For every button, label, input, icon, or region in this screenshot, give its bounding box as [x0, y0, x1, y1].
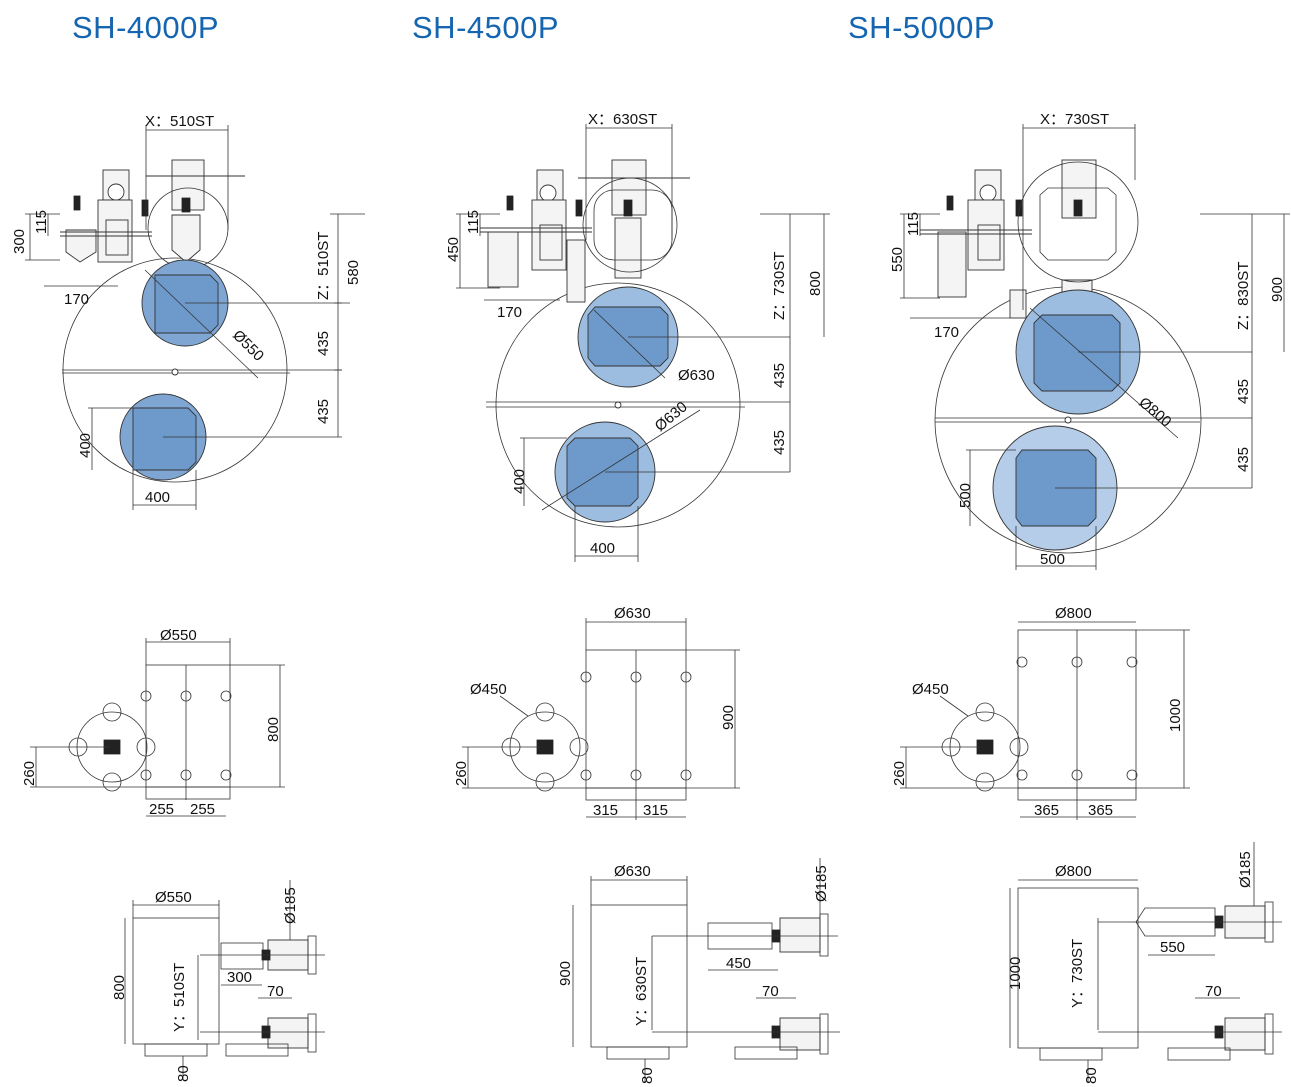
dim-435-b: 435	[315, 399, 332, 424]
dim-115: 115	[465, 210, 482, 234]
dim-magazine-diameter: Ø450	[470, 681, 507, 698]
dim-x-stroke: X：510ST	[145, 113, 214, 130]
dim-450: 450	[445, 237, 462, 262]
dim-table-diameter: Ø550	[229, 327, 267, 365]
dim-170: 170	[934, 324, 959, 341]
dim-pallet-h: 400	[511, 469, 528, 494]
dim-swing-diameter: Ø630	[652, 398, 691, 435]
dim-right: 315	[643, 802, 668, 819]
dim-y-stroke: Y：730ST	[1069, 939, 1086, 1008]
dim-z-stroke: Z：730ST	[771, 252, 788, 320]
dim-table-diameter: Ø630	[614, 863, 651, 880]
top-view-sh5000p: X：730ST 550 115 170 Z：830ST 900 435 435 …	[889, 111, 1290, 570]
dim-1000: 1000	[1167, 699, 1184, 732]
dim-450: 450	[726, 955, 751, 972]
dim-left: 255	[149, 801, 174, 818]
dim-900: 900	[720, 705, 737, 730]
spindle-head-icon	[60, 159, 245, 263]
side-view-sh4500p: Ø630 900 Y：630ST Ø185 450 70 80	[557, 858, 840, 1084]
dim-435-b: 435	[1235, 447, 1252, 472]
dim-580: 580	[345, 260, 362, 285]
dim-z-stroke: Z：830ST	[1235, 262, 1252, 330]
dim-80: 80	[1083, 1067, 1100, 1084]
dim-435-a: 435	[771, 363, 788, 388]
dim-260: 260	[21, 761, 38, 786]
pallet-square-upper	[154, 274, 219, 334]
dim-z-stroke: Z：510ST	[315, 232, 332, 300]
dim-table-diameter: Ø800	[1135, 394, 1174, 431]
dim-70: 70	[1205, 983, 1222, 1000]
swing-circle	[495, 282, 741, 528]
dim-pallet-w: 400	[590, 540, 615, 557]
dim-table-diameter: Ø630	[614, 605, 651, 622]
dim-right: 365	[1088, 802, 1113, 819]
dim-800: 800	[111, 975, 128, 1000]
spindle-head-icon	[920, 159, 1097, 319]
dim-185: Ø185	[1237, 851, 1254, 888]
dim-x-stroke: X：630ST	[588, 111, 657, 128]
dim-115: 115	[33, 210, 50, 234]
dim-table-diameter: Ø550	[160, 627, 197, 644]
dim-170: 170	[64, 291, 89, 308]
dim-435-b: 435	[771, 430, 788, 455]
dim-x-stroke: X：730ST	[1040, 111, 1109, 128]
dim-70: 70	[267, 983, 284, 1000]
dim-185: Ø185	[282, 887, 299, 924]
dim-table-diameter: Ø800	[1055, 863, 1092, 880]
spindle-head-icon	[480, 159, 690, 303]
dim-900: 900	[557, 961, 574, 986]
dim-left: 315	[593, 802, 618, 819]
dim-260: 260	[891, 761, 908, 786]
dim-115: 115	[905, 212, 922, 236]
side-view-sh5000p: Ø800 1000 Y：730ST Ø185 550 70 80	[1007, 842, 1282, 1084]
dim-y-stroke: Y：510ST	[171, 963, 188, 1032]
dim-800: 800	[807, 271, 824, 296]
dim-y-stroke: Y：630ST	[633, 957, 650, 1026]
top-view-sh4500p: X：630ST 450 115 170 Z：730ST 800 435 435 …	[445, 111, 830, 562]
dim-pallet-w: 400	[145, 489, 170, 506]
dim-900: 900	[1269, 277, 1286, 302]
dim-550: 550	[1160, 939, 1185, 956]
model-title-sh5000p: SH-5000P	[848, 10, 996, 45]
dim-170: 170	[497, 304, 522, 321]
model-title-sh4500p: SH-4500P	[412, 10, 560, 45]
dim-260: 260	[453, 761, 470, 786]
dim-pallet-w: 500	[1040, 551, 1065, 568]
plan-view-sh4000p: Ø550 800 260 255 255	[21, 627, 285, 818]
side-view-sh4000p: Ø550 800 Y：510ST Ø185 300 70 80	[111, 880, 325, 1082]
model-title-sh4000p: SH-4000P	[72, 10, 220, 45]
plan-view-sh4500p: Ø630 Ø450 900 260 315 315	[453, 605, 740, 820]
dim-magazine-diameter: Ø450	[912, 681, 949, 698]
dim-table-diameter: Ø550	[155, 889, 192, 906]
dim-435-a: 435	[1235, 379, 1252, 404]
dim-300: 300	[11, 229, 28, 254]
dim-300: 300	[227, 969, 252, 986]
dim-185: Ø185	[813, 865, 830, 902]
top-view-sh4000p: X：510ST 300 115 170 Z：510ST 580 435 435 …	[11, 113, 365, 510]
dim-70: 70	[762, 983, 779, 1000]
dim-1000: 1000	[1007, 957, 1024, 990]
plan-view-sh5000p: Ø800 Ø450 1000 260 365 365	[891, 605, 1190, 820]
dim-550: 550	[889, 247, 906, 272]
dim-800: 800	[265, 717, 282, 742]
dim-435-a: 435	[315, 331, 332, 356]
dim-pallet-h: 400	[77, 433, 94, 458]
dim-right: 255	[190, 801, 215, 818]
dim-80: 80	[175, 1065, 192, 1082]
pallet-square-lower	[132, 407, 197, 471]
dim-table-diameter: Ø630	[678, 367, 715, 384]
dim-pallet-h: 500	[957, 483, 974, 508]
dim-table-diameter: Ø800	[1055, 605, 1092, 622]
dim-left: 365	[1034, 802, 1059, 819]
dim-80: 80	[639, 1067, 656, 1084]
